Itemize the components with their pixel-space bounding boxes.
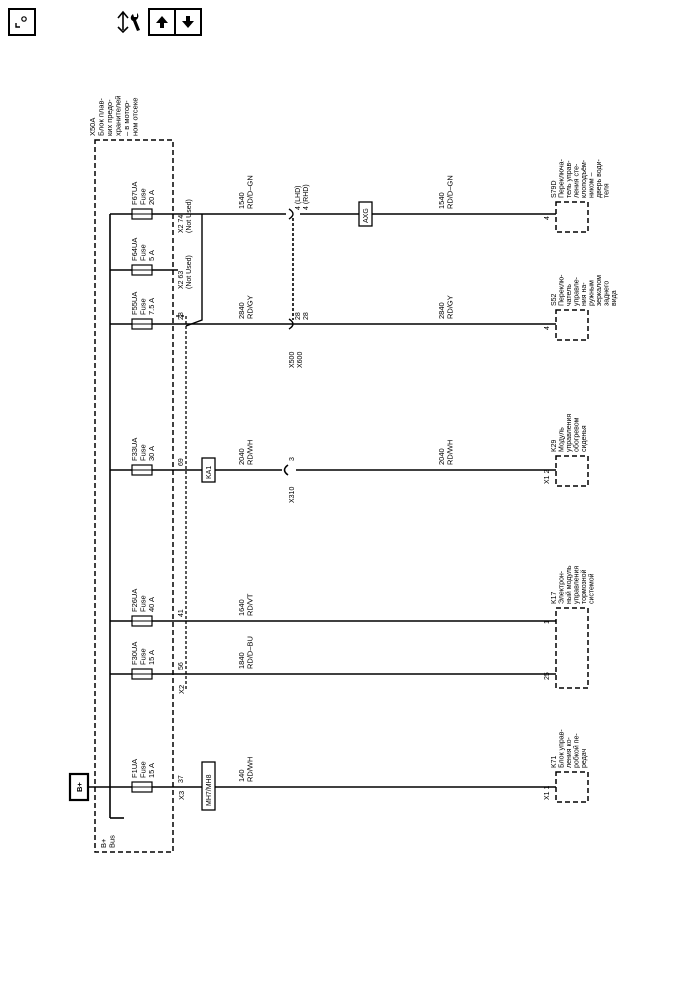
bplus-box [68,772,90,802]
wire-label-2840b: 2840RD/GY [437,295,455,319]
option-label-axg: AXG [363,208,370,223]
component-s79d: 4 S79DПереключа-тель управ-ления сте-кло… [544,158,611,233]
arrow-up-button[interactable] [148,8,176,36]
pin-label: 56 [178,662,185,670]
svg-text:X1 1: X1 1 [544,785,551,800]
connector-label-x500-x600: X500X600 [289,352,304,368]
connector-label-lhd-rhd: 4 (LHD)4 (RHD) [295,184,310,210]
fuse-block-outline [94,139,174,853]
connector-label-x310-pin: 3 [289,457,296,461]
svg-text:4: 4 [544,216,551,220]
wire-label-1640: 1640RD/VT [237,593,255,616]
svg-text:4: 4 [544,326,551,330]
svg-text:K29Модульуправленияобогревомси: K29Модульуправленияобогревомсиденья [551,414,588,452]
svg-text:S79DПереключа-тель управ-ления: S79DПереключа-тель управ-ления сте-клопо… [551,158,611,198]
option-label-ka1: KA1 [206,466,213,479]
option-box-axg [358,201,373,227]
connector-label-x310: X310 [289,487,296,503]
fuse-row-f30: F30UAFuse15 A 56 [110,642,556,680]
svg-text:K71Блок управ-ления ко-робкой: K71Блок управ-ления ко-робкой пе-редач [551,729,588,768]
fuse-row-f1: F1UAFuse15 A 37 [110,759,556,793]
pin-label: 69 [178,458,185,466]
x3-label: X3 [177,791,186,800]
fuse-row-f67: F67UAFuse20 A X2 74(Not Used) [110,182,202,233]
svg-text:X1 2: X1 2 [544,469,551,484]
fuse-label: F26UAFuse40 A [130,589,156,612]
pin-label: 37 [178,775,185,783]
fuse-label: F67UAFuse20 A [130,182,156,205]
option-box-ka1 [201,457,216,483]
pin28-dashed [176,315,187,690]
wire-label-2840a: 2840RD/GY [237,295,255,319]
wire-label-1540b: 1540RD/D–GN [437,175,455,209]
pin-label: X2 74(Not Used) [178,199,193,233]
wire-1540-route [185,214,203,327]
option-box-mh7-mh8 [201,761,216,811]
fuse-label: F30UAFuse15 A [130,642,156,665]
connector-4-lhd [288,208,294,220]
x2-label: X2 [177,685,186,694]
component-k71: X1 1 K71Блок управ-ления ко-робкой пе-ре… [544,729,589,803]
wire-label-1840: 1840RD/D–BU [237,636,255,669]
component-s52: 4 S52Переклю-чательуправле-ния на-ружным… [544,274,618,341]
fuse-label: F64UAFuse5 A [130,238,156,261]
component-k29: X1 2 K29Модульуправленияобогревомсиденья [544,414,589,487]
connector-x310 [283,464,289,476]
arrow-up-icon [156,16,168,28]
svg-text:K17Электрон-ный модульуправлен: K17Электрон-ный модульуправлениятормозно… [551,565,596,604]
wire-label-2040a: 2040RD/WH [237,440,255,465]
fuse-label: F1UAFuse15 A [130,759,156,778]
connector-label-28: 2828 [295,312,310,320]
fuse-label: F33UAFuse30 A [130,438,156,461]
fuse-row-f26: F26UAFuse40 A 41 [110,589,556,627]
wire-label-2040b: 2040RD/WH [437,440,455,465]
option-label-mh7-mh8: MH7/MH8 [206,774,213,806]
fuse-row-f33: F33UAFuse30 A 69 [110,438,556,476]
wire-label-140: 140RD/WH [237,757,255,782]
fuse-row-f55: F55UAFuse7.5 A 28 [110,292,556,330]
share-tools-button[interactable] [112,6,146,38]
arrow-down-button[interactable] [174,8,202,36]
bus-label: B+ Bus [99,835,117,848]
svg-text:1: 1 [544,620,551,624]
pin-label: X2 63(Not Used) [178,255,193,289]
location-button[interactable] [8,8,36,36]
connector-28 [288,318,294,330]
svg-text:S52Переклю-чательуправле-ния н: S52Переклю-чательуправле-ния на-ружнымзе… [551,274,618,306]
wire-label-1540a: 1540RD/D–GN [237,175,255,209]
location-icon [15,16,27,28]
fuse-label: F55UAFuse7.5 A [130,292,156,315]
share-tools-icon [117,10,140,34]
component-k17: 1 25 K17Электрон-ный модульуправлениятор… [544,565,596,689]
arrow-down-icon [182,16,194,28]
fuse-row-f64: F64UAFuse5 A X2 63(Not Used) [110,238,193,289]
module-title: X50A Блок плав- ких предо- хранителей – … [88,93,140,136]
bplus-label: B+ [75,782,84,792]
pin-label: 41 [178,609,185,617]
svg-text:25: 25 [544,672,551,680]
